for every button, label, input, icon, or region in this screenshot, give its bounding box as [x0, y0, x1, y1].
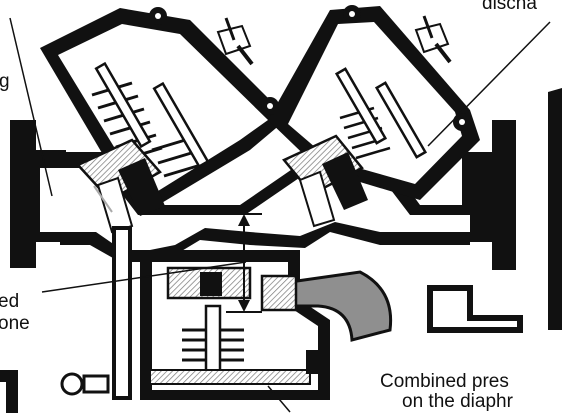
pressure-differential-arrow	[156, 213, 262, 313]
left-check-assembly	[75, 7, 279, 234]
leader-lines	[9, 17, 551, 413]
inlet-flange	[10, 120, 36, 268]
relief-valve-assembly	[60, 226, 393, 400]
sensing-tube	[112, 226, 132, 400]
valve-body	[10, 6, 516, 270]
label-left-lower-1: ed	[0, 291, 20, 312]
spring	[91, 81, 205, 178]
label-combined-2: on the diaphr	[402, 391, 513, 412]
leader-spring	[9, 17, 53, 197]
label-discharge: discha	[482, 0, 537, 14]
discharge-elbow	[288, 270, 393, 342]
test-cock	[216, 17, 254, 66]
leader-diaphragm	[267, 385, 291, 413]
bottom-fitting	[60, 350, 324, 396]
diaphragm	[149, 369, 311, 385]
label-left-lower-2: one	[0, 313, 30, 334]
discharge-housing	[0, 88, 562, 413]
label-combined-1: Combined pres	[380, 371, 509, 392]
test-cock	[414, 15, 452, 64]
leader-discharge	[427, 21, 551, 147]
leader-zone	[41, 261, 247, 293]
right-check-assembly	[282, 5, 471, 228]
label-spring: g	[0, 71, 10, 92]
outlet-flange	[492, 120, 516, 270]
